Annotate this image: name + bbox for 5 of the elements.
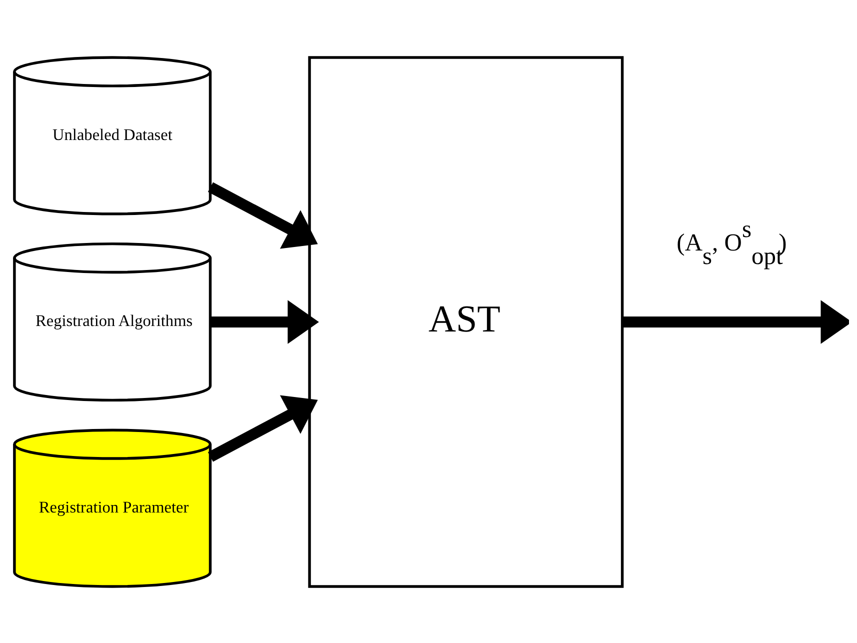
arrow [622,300,848,344]
arrow [207,182,318,248]
node-box: AST [308,56,624,588]
arrow [207,394,318,462]
arrow [210,300,318,344]
